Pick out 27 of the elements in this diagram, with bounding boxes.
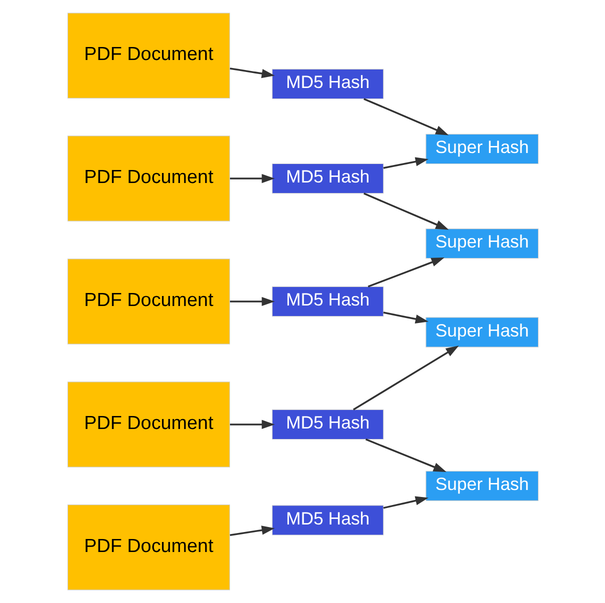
arrow — [363, 98, 448, 136]
arrow — [364, 438, 446, 472]
arrow — [230, 296, 274, 306]
node-box: Super Hash — [425, 470, 538, 501]
arrow — [382, 496, 428, 509]
node-box: Super Hash — [425, 317, 538, 348]
arrow — [230, 420, 274, 430]
node-box: MD5 Hash — [271, 286, 384, 317]
node-box: Super Hash — [425, 228, 538, 259]
arrow — [230, 174, 274, 184]
node-box: PDF Document — [66, 504, 230, 590]
arrow — [363, 192, 448, 230]
arrow — [382, 157, 428, 169]
node-box: PDF Document — [66, 136, 230, 222]
arrow — [229, 526, 274, 536]
node-box: MD5 Hash — [271, 68, 384, 100]
arrow — [367, 257, 444, 288]
arrow — [352, 346, 458, 410]
node-box: PDF Document — [66, 12, 230, 98]
node-box: Super Hash — [425, 134, 538, 164]
node-box: PDF Document — [66, 258, 230, 344]
arrow — [229, 68, 274, 78]
node-box: MD5 Hash — [271, 505, 384, 536]
arrow — [382, 312, 428, 324]
node-box: MD5 Hash — [271, 163, 384, 194]
node-box: MD5 Hash — [271, 409, 384, 440]
node-box: PDF Document — [66, 382, 230, 468]
